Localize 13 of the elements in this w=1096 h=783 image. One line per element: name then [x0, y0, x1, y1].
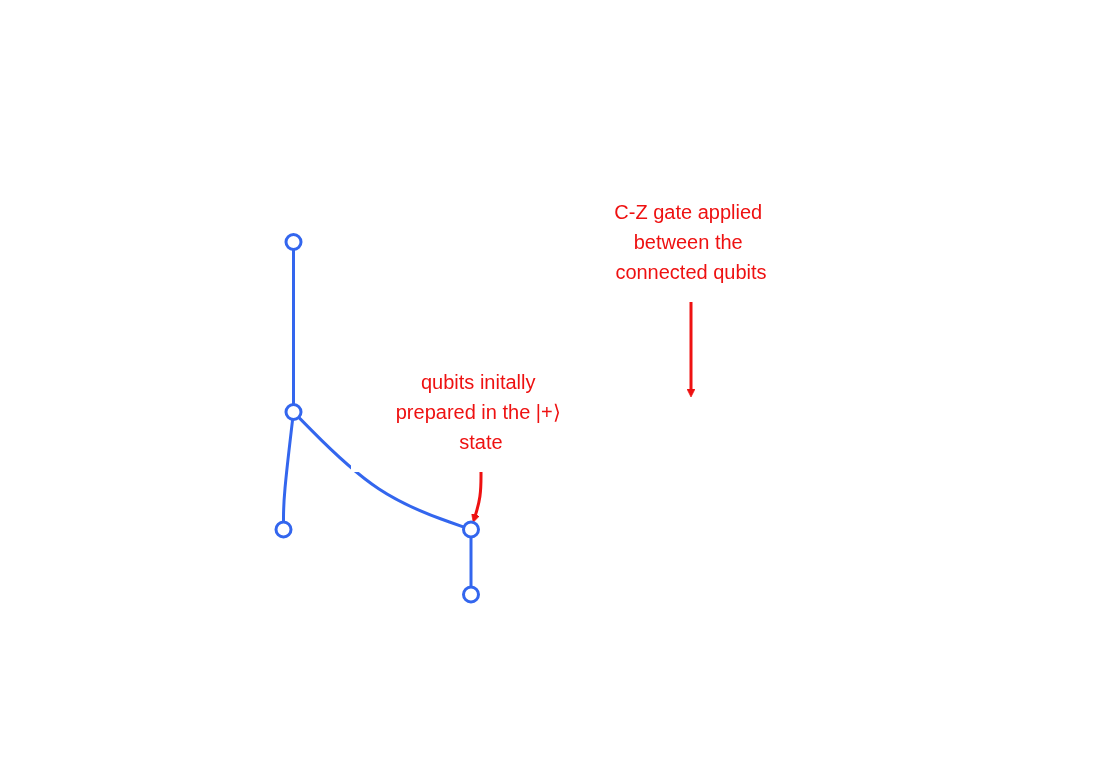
node-circle [461, 585, 480, 603]
node-circle [284, 402, 302, 421]
arrow [686, 301, 695, 397]
connector [291, 249, 295, 404]
node-text: qubits initally prepared in the |+⟩ state [395, 370, 561, 453]
connector [297, 415, 464, 528]
connector [281, 418, 294, 522]
node-text: C-Z gate applied between the connected qubits [613, 200, 767, 283]
node-circle [274, 520, 292, 538]
arrow [470, 471, 482, 523]
node-circle [461, 520, 480, 538]
node-circle [284, 232, 302, 251]
connector [469, 536, 472, 587]
